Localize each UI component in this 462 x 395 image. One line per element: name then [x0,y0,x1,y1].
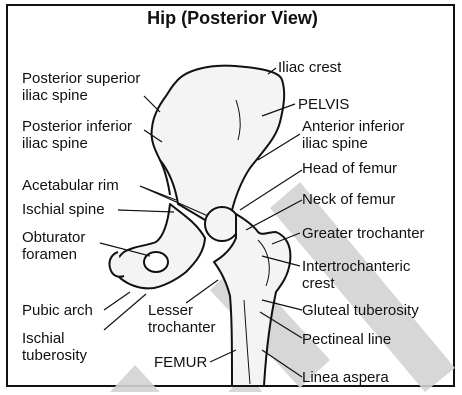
label-pubic-arch: Pubic arch [22,302,93,319]
label-femur: FEMUR [154,354,207,371]
label-neck-of-femur: Neck of femur [302,191,395,208]
label-pectineal-line: Pectineal line [302,331,391,348]
label-greater-trochanter: Greater trochanter [302,225,425,242]
label-head-of-femur: Head of femur [302,160,397,177]
label-anterior-inferior-iliac-spine: Anterior inferior iliac spine [302,118,405,152]
label-gluteal-tuberosity: Gluteal tuberosity [302,302,419,319]
ischium-pubis-bone [109,204,205,288]
label-intertrochanteric-crest: Intertrochanteric crest [302,258,410,292]
label-linea-aspera: Linea aspera [302,369,389,386]
label-obturator-foramen: Obturator foramen [22,229,85,263]
label-posterior-superior-iliac-spine: Posterior superior iliac spine [22,70,140,104]
label-lesser-trochanter: Lesser trochanter [148,302,216,336]
label-iliac-crest: Iliac crest [278,59,341,76]
label-posterior-inferior-iliac-spine: Posterior inferior iliac spine [22,118,132,152]
label-ischial-spine: Ischial spine [22,201,105,218]
label-acetabular-rim: Acetabular rim [22,177,119,194]
pelvis-bone [152,66,285,220]
label-pelvis: PELVIS [298,96,349,113]
label-ischial-tuberosity: Ischial tuberosity [22,330,87,364]
